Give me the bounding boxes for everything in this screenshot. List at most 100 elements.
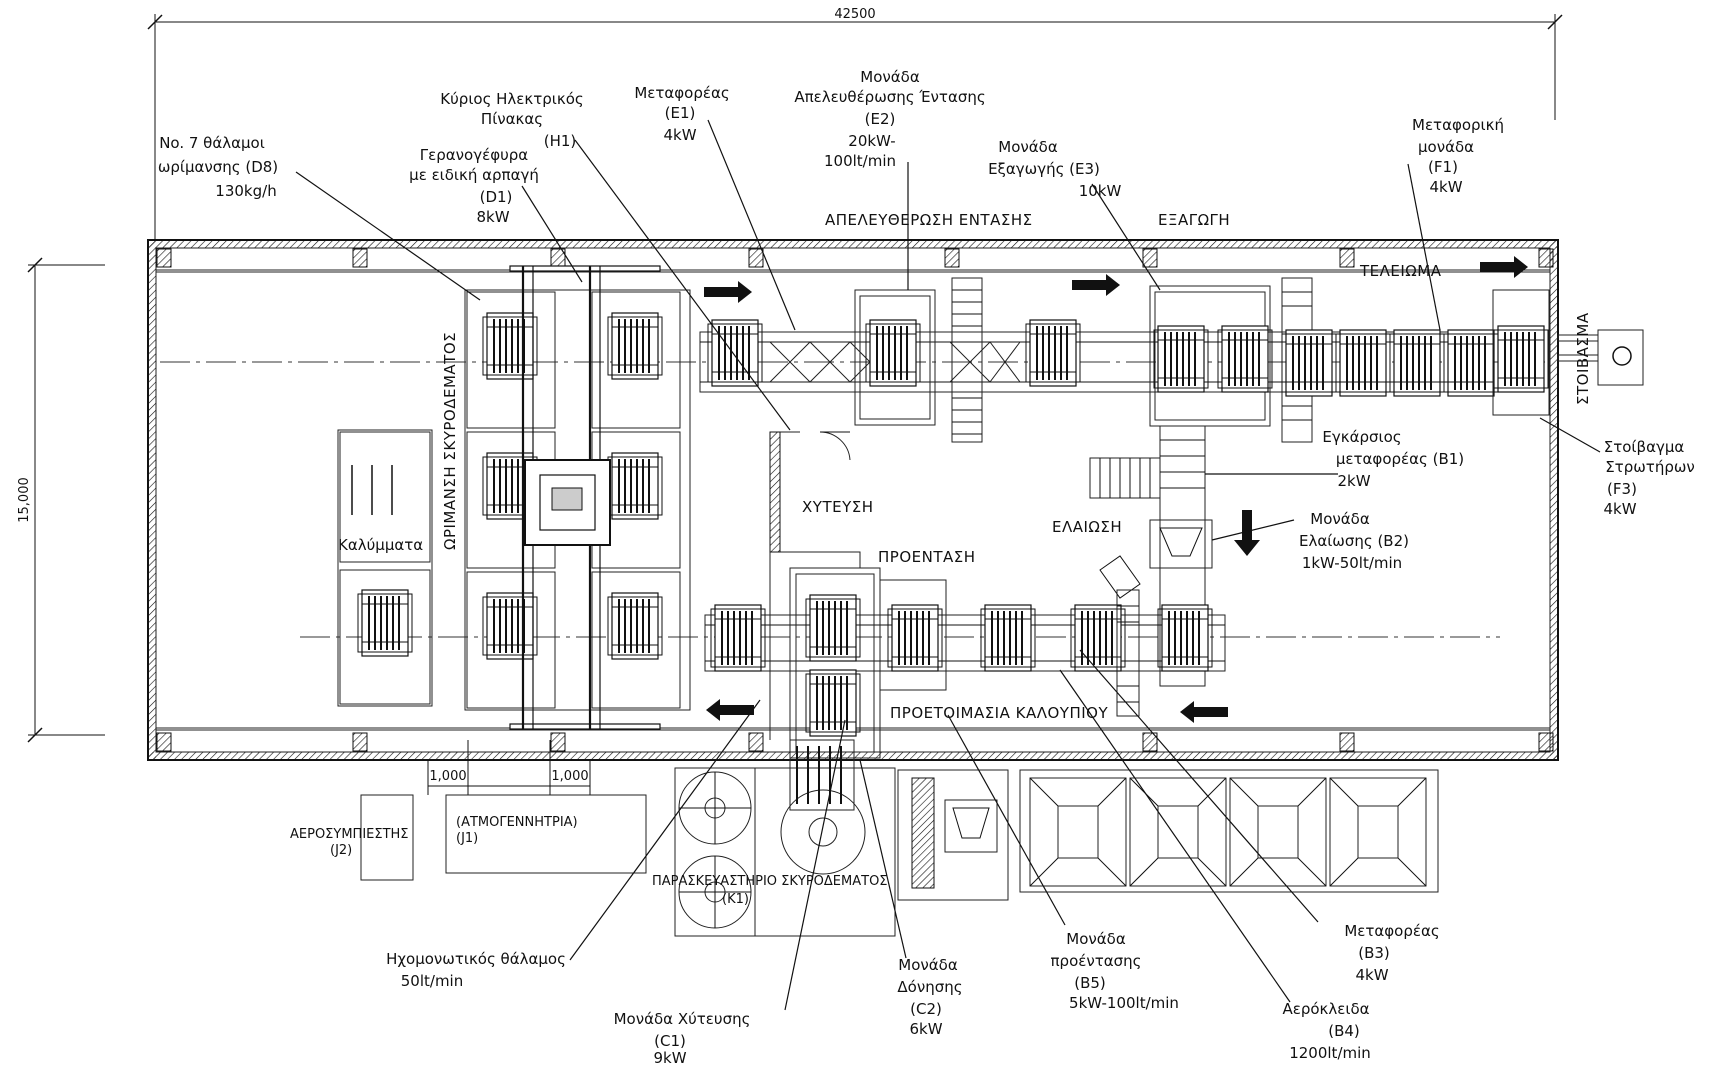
callout-b1: Εγκάρσιος μεταφορέας (B1) 2kW (1322, 428, 1464, 490)
callout-d8: No. 7 θάλαμοι ωρίμανσης (D8) 130kg/h (158, 134, 278, 200)
upper-conveyor (699, 277, 1644, 443)
overall-length-label: 42500 (834, 7, 875, 22)
transverse-conveyor (1089, 425, 1213, 687)
svg-text:Στοίβαγμα: Στοίβαγμα (1604, 438, 1685, 456)
svg-text:Μονάδα: Μονάδα (998, 138, 1058, 156)
svg-text:Δόνησης: Δόνησης (897, 978, 962, 996)
zone-compressor: ΑΕΡΟΣΥΜΠΙΕΣΤΗΣ (290, 827, 409, 842)
svg-text:Μονάδα: Μονάδα (860, 68, 920, 86)
svg-text:Μεταφορική: Μεταφορική (1412, 116, 1504, 134)
callout-e2: Μονάδα Απελευθέρωσης Έντασης (E2) 20kW- … (794, 68, 985, 170)
svg-text:10kW: 10kW (1079, 182, 1122, 200)
callout-d1: Γερανογέφυρα με ειδική αρπαγή (D1) 8kW (409, 146, 539, 226)
zone-concrete-plant: ΠΑΡΑΣΚΕΥΑΣΤΗΡΙΟ ΣΚΥΡΟΔΕΜΑΤΟΣ (652, 874, 888, 889)
svg-text:(B3): (B3) (1358, 944, 1390, 962)
svg-text:20kW-: 20kW- (848, 132, 895, 150)
svg-text:(B5): (B5) (1074, 974, 1106, 992)
callout-soundproof-chamber: Ηχομονωτικός θάλαμος 50lt/min (386, 950, 566, 990)
svg-text:(B4): (B4) (1328, 1022, 1360, 1040)
svg-text:ωρίμανσης (D8): ωρίμανσης (D8) (158, 158, 278, 176)
svg-text:Μεταφορέας: Μεταφορέας (1344, 922, 1439, 940)
svg-text:(F3): (F3) (1607, 480, 1637, 498)
svg-text:Μονάδα: Μονάδα (1310, 510, 1370, 528)
covers-label: Καλύμματα (338, 536, 423, 554)
svg-text:(C2): (C2) (910, 1000, 942, 1018)
zone-concrete-plant-id: (K1) (722, 892, 749, 907)
svg-text:Μονάδα: Μονάδα (1066, 930, 1126, 948)
svg-text:Στρωτήρων: Στρωτήρων (1605, 458, 1695, 476)
svg-text:1200lt/min: 1200lt/min (1289, 1044, 1371, 1062)
svg-text:με ειδική αρπαγή: με ειδική αρπαγή (409, 166, 539, 184)
svg-text:Ελαίωσης (B2): Ελαίωσης (B2) (1299, 532, 1409, 550)
svg-text:9kW: 9kW (653, 1049, 686, 1065)
svg-text:No. 7 θάλαμοι: No. 7 θάλαμοι (159, 134, 265, 152)
zone-stress-release: ΑΠΕΛΕΥΘΕΡΩΣΗ ΕΝΤΑΣΗΣ (825, 211, 1033, 229)
svg-text:Εξαγωγής (E3): Εξαγωγής (E3) (988, 160, 1100, 178)
aggregate-bins (1029, 777, 1427, 887)
svg-text:130kg/h: 130kg/h (215, 182, 276, 200)
zone-compressor-id: (J2) (330, 843, 352, 858)
svg-text:4kW: 4kW (1355, 966, 1388, 984)
zone-steam-generator-id: (J1) (456, 831, 478, 846)
overall-length-dimension: 42500 (147, 7, 1563, 240)
callout-f3: Στοίβαγμα Στρωτήρων (F3) 4kW (1603, 438, 1694, 518)
svg-text:Απελευθέρωσης Έντασης: Απελευθέρωσης Έντασης (794, 88, 985, 106)
svg-text:Μονάδα: Μονάδα (898, 956, 958, 974)
callout-b2: Μονάδα Ελαίωσης (B2) 1kW-50lt/min (1299, 510, 1409, 572)
svg-text:(E2): (E2) (865, 110, 896, 128)
callout-c2: Μονάδα Δόνησης (C2) 6kW (897, 956, 962, 1038)
zone-finishing: ΤΕΛΕΙΩΜΑ (1359, 262, 1442, 280)
zone-stacking: ΣΤΟΙΒΑΣΜΑ (1574, 312, 1592, 405)
callout-b3: Μεταφορέας (B3) 4kW (1344, 922, 1439, 984)
gap-right-label: 1,000 (551, 769, 588, 784)
svg-text:4kW: 4kW (1603, 500, 1636, 518)
svg-text:Μονάδα Χύτευσης: Μονάδα Χύτευσης (614, 1010, 751, 1028)
gap-dimensions: 1,000 1,000 (427, 740, 591, 795)
svg-text:(H1): (H1) (544, 132, 577, 150)
zone-mould-prep: ΠΡΟΕΤΟΙΜΑΣΙΑ ΚΑΛΟΥΠΙΟΥ (890, 704, 1108, 722)
callout-h1: Κύριος Ηλεκτρικός Πίνακας (H1) (440, 90, 583, 150)
svg-text:Κύριος Ηλεκτρικός: Κύριος Ηλεκτρικός (440, 90, 583, 108)
callout-e1: Μεταφορέας (E1) 4kW (634, 84, 729, 144)
zone-extraction: ΕΞΑΓΩΓΗ (1158, 211, 1230, 229)
covers-store (337, 429, 433, 707)
curing-chambers (464, 265, 691, 730)
zone-pretension: ΠΡΟΕΝΤΑΣΗ (878, 548, 976, 566)
utilities (360, 739, 1439, 937)
leader-lines (295, 119, 1601, 1011)
svg-text:1kW-50lt/min: 1kW-50lt/min (1302, 554, 1402, 572)
svg-text:προέντασης: προέντασης (1051, 952, 1142, 970)
callout-c1: Μονάδα Χύτευσης (C1) 9kW (614, 1010, 751, 1065)
curing-zone-label: ΩΡΙΜΑΝΣΗ ΣΚΥΡΟΔΕΜΑΤΟΣ (441, 332, 459, 550)
svg-text:(E1): (E1) (665, 104, 696, 122)
overall-width-label: 15,000 (17, 477, 32, 523)
svg-text:(F1): (F1) (1428, 158, 1458, 176)
zone-casting: ΧΥΤΕΥΣΗ (802, 498, 874, 516)
svg-text:Μεταφορέας: Μεταφορέας (634, 84, 729, 102)
callout-b5: Μονάδα προέντασης (B5) 5kW-100lt/min (1051, 930, 1179, 1012)
svg-text:50lt/min: 50lt/min (401, 972, 463, 990)
svg-text:μονάδα: μονάδα (1418, 138, 1474, 156)
callout-f1: Μεταφορική μονάδα (F1) 4kW (1412, 116, 1504, 196)
overall-width-dimension: 15,000 (17, 257, 105, 743)
svg-text:8kW: 8kW (476, 208, 509, 226)
svg-text:100lt/min: 100lt/min (824, 152, 896, 170)
lower-conveyor (704, 431, 1226, 759)
flow-arrows (704, 256, 1528, 723)
zone-steam-generator: (ΑΤΜΟΓΕΝΝΗΤΡΙΑ) (456, 815, 578, 830)
svg-text:Πίνακας: Πίνακας (481, 110, 543, 128)
callout-b4: Αερόκλειδα (B4) 1200lt/min (1282, 1000, 1370, 1062)
svg-text:2kW: 2kW (1337, 472, 1370, 490)
svg-text:4kW: 4kW (663, 126, 696, 144)
svg-text:(C1): (C1) (654, 1032, 686, 1050)
svg-text:4kW: 4kW (1429, 178, 1462, 196)
svg-text:Αερόκλειδα: Αερόκλειδα (1282, 1000, 1369, 1018)
gap-left-label: 1,000 (429, 769, 466, 784)
svg-text:Ηχομονωτικός θάλαμος: Ηχομονωτικός θάλαμος (386, 950, 566, 968)
callout-e3: Μονάδα Εξαγωγής (E3) 10kW (988, 138, 1121, 200)
svg-text:Εγκάρσιος: Εγκάρσιος (1322, 428, 1401, 446)
svg-text:(D1): (D1) (480, 188, 513, 206)
svg-text:5kW-100lt/min: 5kW-100lt/min (1069, 994, 1179, 1012)
zone-lubrication: ΕΛΑΙΩΣΗ (1052, 518, 1122, 536)
